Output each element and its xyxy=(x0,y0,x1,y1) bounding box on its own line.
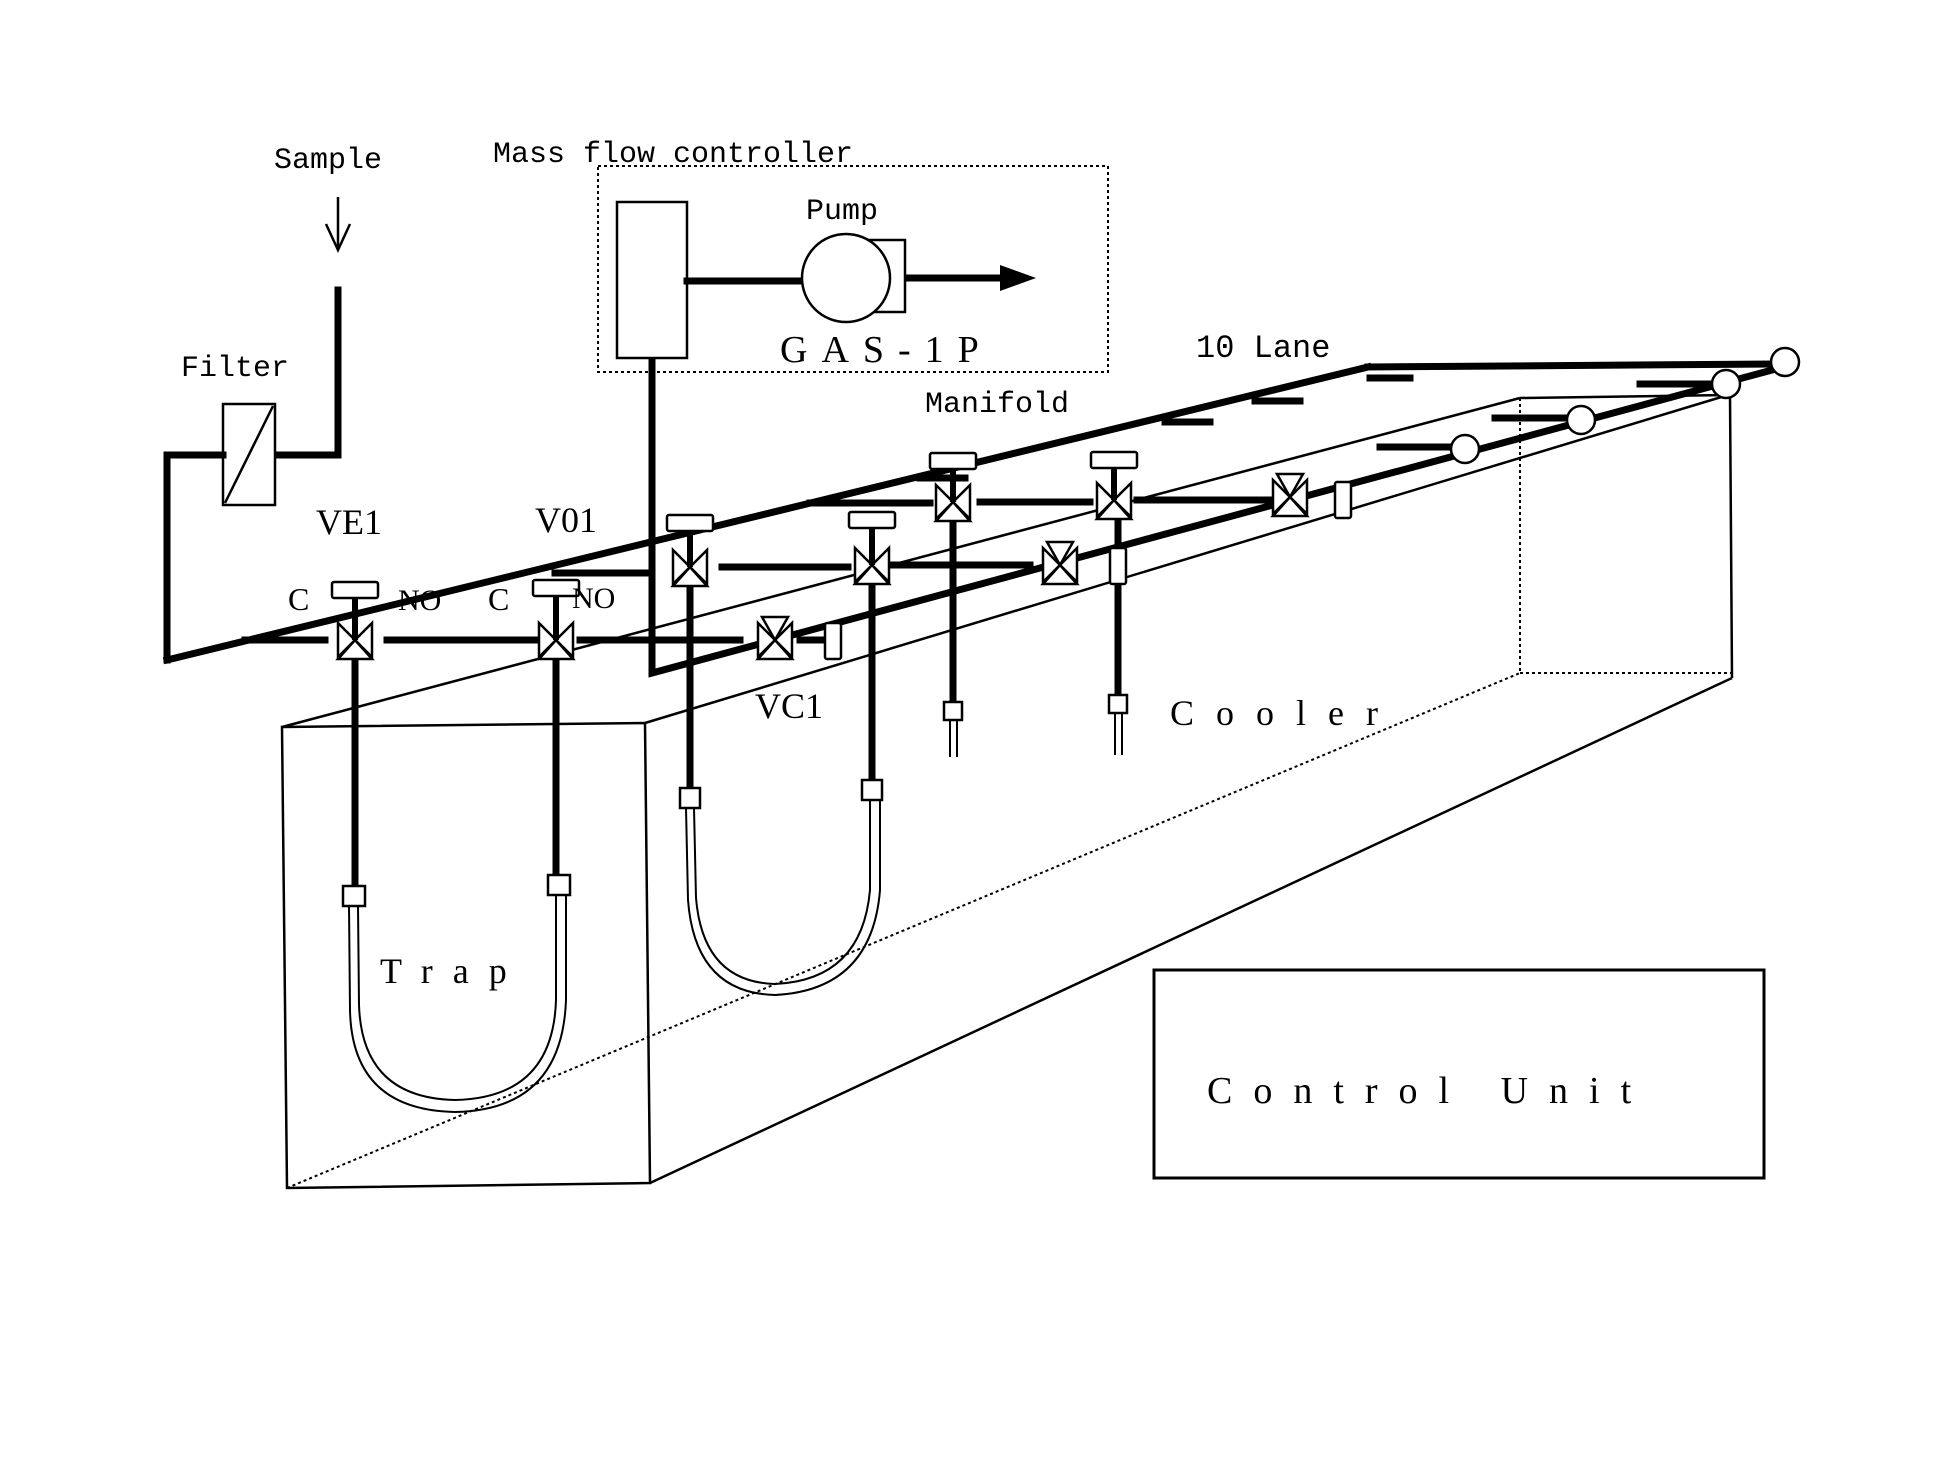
cooler-far-right-edge xyxy=(1728,394,1734,679)
cooler-bottom-right-edge xyxy=(649,676,1733,1185)
valve-actuator-cap xyxy=(330,580,380,600)
right-arrow-icon xyxy=(1000,265,1036,291)
trap-label: Trap xyxy=(380,951,527,991)
ve1-port-no-label: NO xyxy=(398,584,441,617)
filter-diagonal xyxy=(223,405,275,504)
trap-u-tube-inner xyxy=(693,800,871,986)
check-valve-icon xyxy=(1108,546,1128,586)
valve-vc2 xyxy=(1040,540,1080,586)
pump-model-label: GAS-1P xyxy=(780,329,993,371)
valve-actuator-cap xyxy=(928,451,978,471)
mass-flow-controller xyxy=(615,200,689,360)
mass-flow-controller-label: Mass flow controller xyxy=(493,138,853,172)
check-valve-icon xyxy=(1333,480,1353,520)
trap-u-tube-inner xyxy=(357,895,557,1102)
trap-connector xyxy=(860,778,884,802)
valve-top-port xyxy=(759,615,791,643)
check-valve-icon xyxy=(823,621,843,661)
lane-end-connector xyxy=(1710,368,1742,400)
trap-connector xyxy=(341,884,367,908)
valve-actuator-cap xyxy=(531,578,581,598)
lane-count-label: 10 Lane xyxy=(1196,330,1330,367)
valves xyxy=(330,450,1353,661)
trap-u-tube-outer xyxy=(348,895,567,1114)
lane-ends xyxy=(1449,346,1801,465)
valve-bottom-port xyxy=(1094,498,1134,521)
trap-2 xyxy=(678,778,884,997)
outlet-connector xyxy=(1107,693,1129,715)
valve-bottom-port xyxy=(1270,495,1310,518)
sample-label: Sample xyxy=(274,144,382,178)
valve-bottom-port xyxy=(335,638,375,661)
v01-port-no-label: NO xyxy=(572,582,615,615)
sample-inlet xyxy=(163,197,352,664)
down-arrow-icon xyxy=(324,223,352,253)
mass-flow-controller-boundary xyxy=(597,165,1109,373)
valve-bottom-port xyxy=(670,565,710,588)
valve-actuator-cap xyxy=(1089,450,1139,470)
pump-icon xyxy=(800,232,892,324)
manifold-lines xyxy=(162,356,1777,678)
trap-connector xyxy=(546,873,572,897)
valve-lane-6 xyxy=(1089,450,1139,521)
lane-end-connector xyxy=(1565,404,1597,436)
trap-u-tube-outer xyxy=(685,800,881,997)
valve-bottom-port xyxy=(755,638,795,661)
pump-label: Pump xyxy=(806,195,878,229)
valve-v01 xyxy=(531,578,581,661)
valve-bottom-port xyxy=(1040,563,1080,586)
sample-pipe xyxy=(271,286,342,459)
lane-end-connector xyxy=(1449,433,1481,465)
ve1-port-c-label: C xyxy=(288,581,309,617)
valve-top-port xyxy=(1274,472,1306,500)
back-manifold-line xyxy=(162,362,1373,665)
filter-label: Filter xyxy=(181,352,289,386)
valve-vc3 xyxy=(1270,472,1310,518)
valve-ve1 xyxy=(330,580,380,661)
cooler-label: Cooler xyxy=(1170,693,1400,733)
valve-lane-4 xyxy=(847,510,897,586)
vc1-label: VC1 xyxy=(755,686,823,726)
valve-actuator-cap xyxy=(847,510,897,530)
lane-end-connector xyxy=(1769,346,1801,378)
valve-lane-5 xyxy=(928,451,978,523)
valve-bottom-port xyxy=(933,500,973,523)
mass-flow-controller-group xyxy=(597,165,1109,373)
cooler-top-far-edge xyxy=(1519,393,1729,400)
cooler-hidden-bottom-edge xyxy=(286,672,1521,1189)
trap-connector xyxy=(678,786,702,810)
lane-outlets xyxy=(942,693,1129,757)
cooler-top-right-edge xyxy=(644,393,1729,725)
valve-actuator-cap xyxy=(665,513,715,533)
lane-header-line xyxy=(1364,360,1776,371)
v01-port-c-label: C xyxy=(488,581,509,617)
filter-outlet-pipe xyxy=(163,451,227,664)
ve1-label: VE1 xyxy=(316,502,382,542)
outlet-connector xyxy=(942,700,964,722)
manifold-label: Manifold xyxy=(925,388,1069,422)
control-unit-label: Control Unit xyxy=(1207,1070,1652,1112)
control-unit-box xyxy=(1152,968,1766,1180)
valve-top-port xyxy=(1044,540,1076,568)
valve-lane-3 xyxy=(665,513,715,588)
trap-1 xyxy=(341,873,572,1114)
v01-label: V01 xyxy=(535,500,597,540)
valve-bottom-port xyxy=(536,638,576,661)
mfc-return-line xyxy=(648,356,1777,678)
valve-vc1 xyxy=(755,615,795,661)
valve-bottom-port xyxy=(852,563,892,586)
